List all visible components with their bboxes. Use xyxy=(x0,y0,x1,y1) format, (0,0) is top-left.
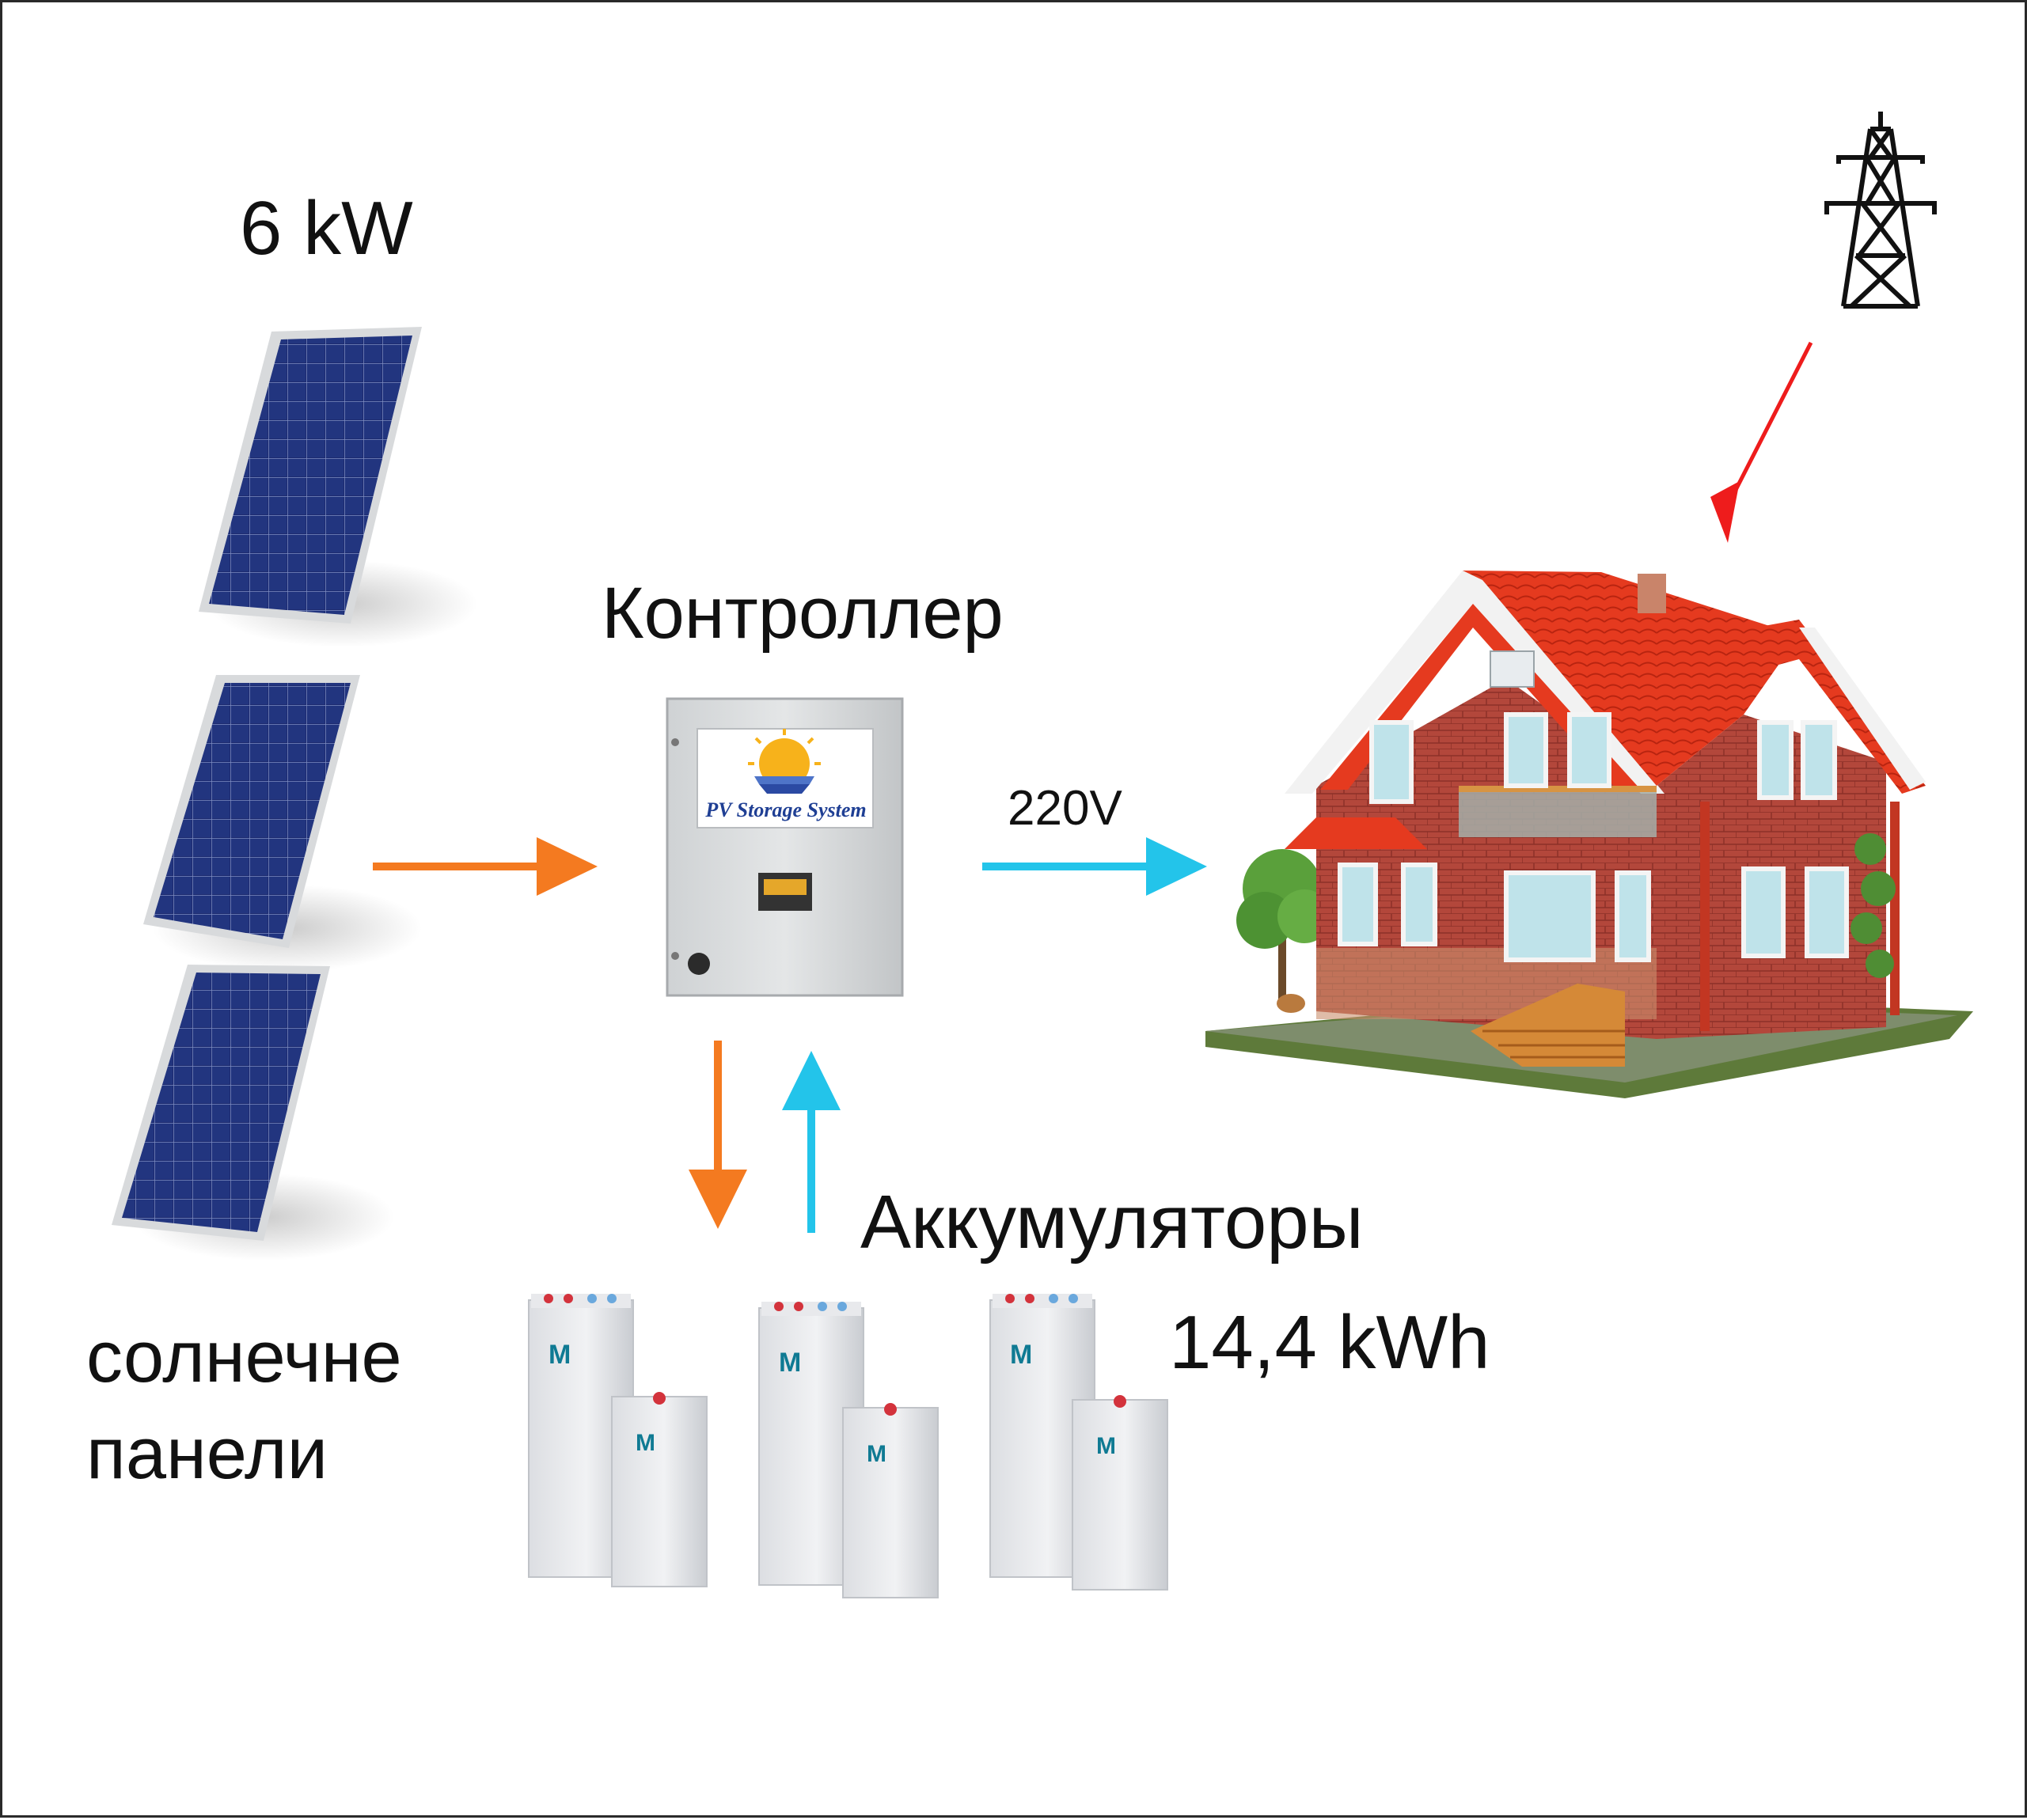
voltage-label: 220V xyxy=(1008,781,1122,836)
solar-to-controller-arrow xyxy=(373,837,598,896)
battery-icon: M M xyxy=(758,1302,939,1598)
batteries-label: Аккумуляторы xyxy=(860,1180,1364,1265)
controller-to-house-arrow xyxy=(982,837,1207,896)
svg-text:M: M xyxy=(549,1340,571,1370)
battery-capacity-label: 14,4 kWh xyxy=(1169,1300,1490,1385)
svg-text:M: M xyxy=(867,1441,886,1467)
battery-icon: M M xyxy=(528,1294,708,1587)
svg-text:M: M xyxy=(1010,1340,1032,1370)
battery-icon: M M xyxy=(989,1294,1168,1591)
svg-text:M: M xyxy=(779,1348,801,1378)
solar-panel-icon xyxy=(112,965,394,1261)
svg-text:M: M xyxy=(1096,1433,1116,1459)
sun-logo-icon xyxy=(748,729,821,794)
power-tower-icon xyxy=(1824,112,1937,309)
grid-to-house-arrow xyxy=(1710,341,1813,543)
battery-to-controller-arrow xyxy=(782,1051,841,1233)
panels-label-line2: панели xyxy=(86,1413,328,1494)
panel-power-label: 6 kW xyxy=(240,186,413,271)
house-icon xyxy=(1205,571,1973,1098)
panels-label-line1: солнечне xyxy=(86,1317,402,1397)
solar-panel-icon xyxy=(199,327,477,647)
controller-label: Контроллер xyxy=(602,573,1004,654)
controller-cabinet-icon xyxy=(666,697,904,997)
solar-panel-icon xyxy=(143,675,422,972)
svg-text:M: M xyxy=(636,1430,655,1456)
controller-to-battery-arrow xyxy=(689,1041,747,1229)
controller-brand-label: PV Storage System xyxy=(705,798,867,821)
